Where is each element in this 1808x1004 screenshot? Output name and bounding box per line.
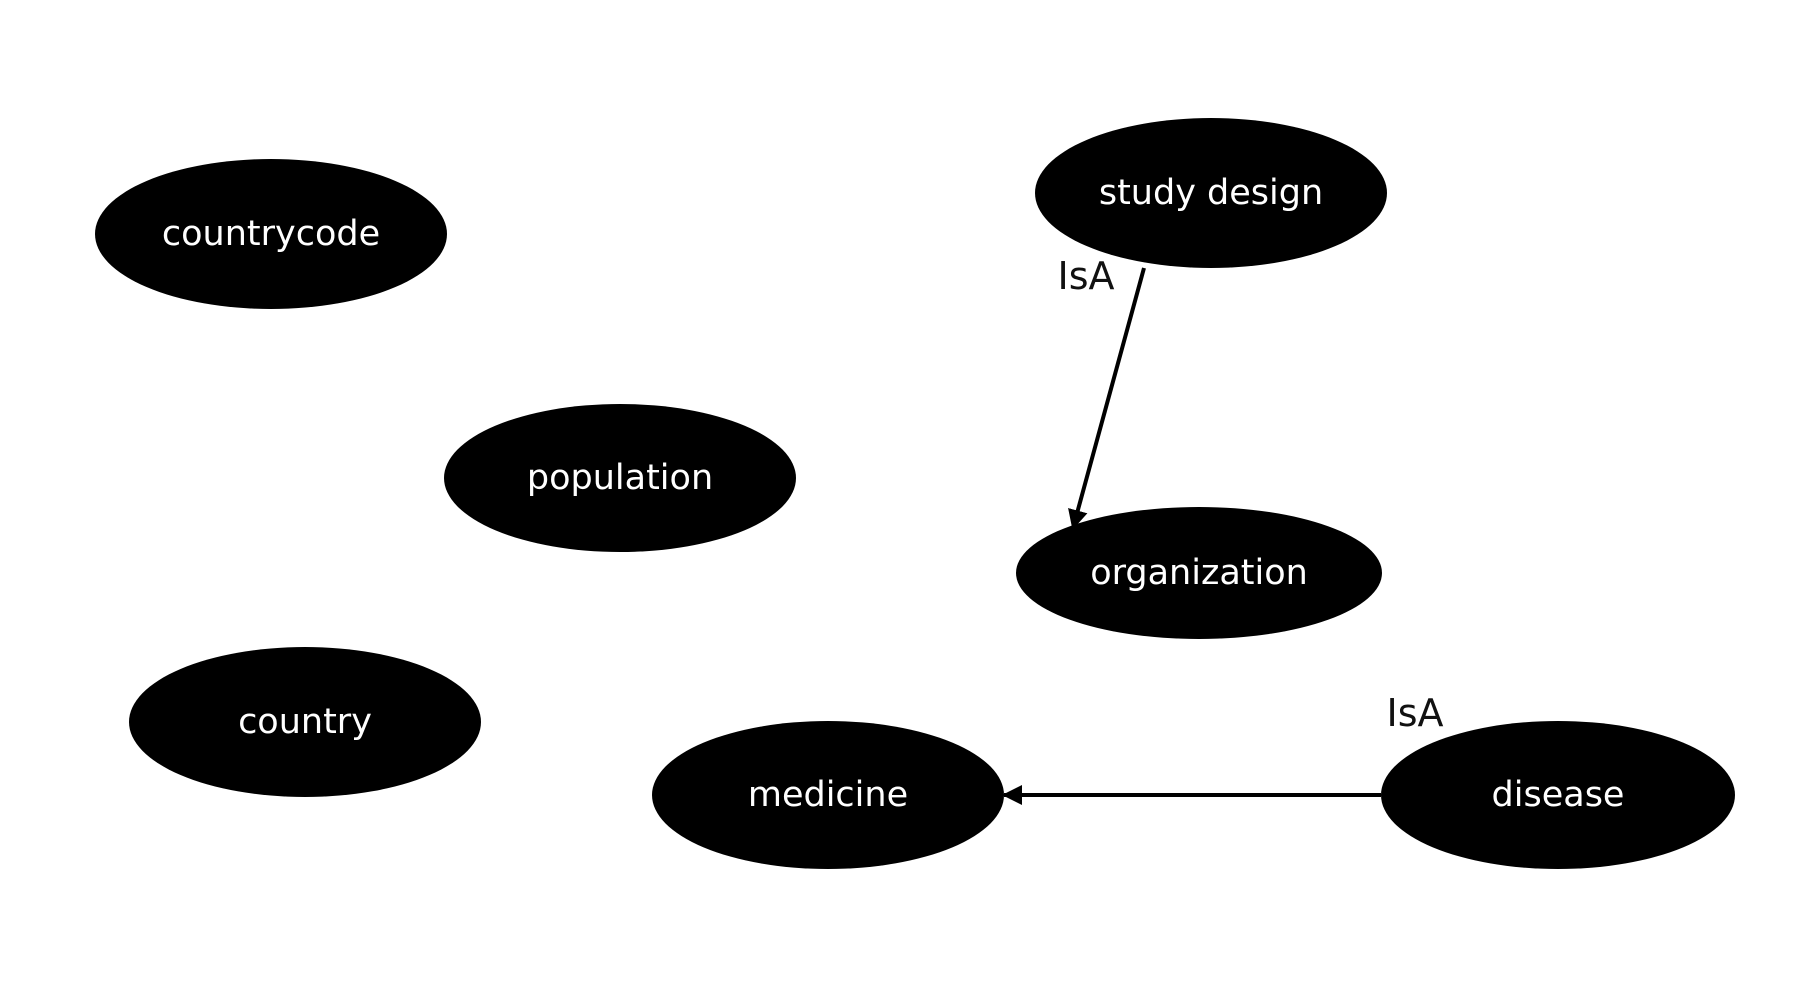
node-shape — [1016, 507, 1382, 639]
edge-label-isa: IsA — [1387, 691, 1444, 735]
node-country[interactable]: country — [129, 647, 481, 797]
edge-label-isa: IsA — [1058, 254, 1115, 298]
node-shape — [444, 404, 796, 552]
edge-disease-to-medicine: IsA — [1002, 691, 1444, 805]
node-countrycode[interactable]: countrycode — [95, 159, 447, 309]
node-label: countrycode — [162, 214, 380, 254]
node-shape — [129, 647, 481, 797]
node-shape — [1035, 118, 1387, 268]
node-shape — [1381, 721, 1735, 869]
node-medicine[interactable]: medicine — [652, 721, 1004, 869]
edge-study-design-to-organization: IsA — [1058, 254, 1146, 530]
node-disease[interactable]: disease — [1381, 721, 1735, 869]
node-label: medicine — [748, 775, 908, 815]
node-label: study design — [1099, 173, 1323, 213]
node-label: disease — [1492, 775, 1625, 815]
node-label: country — [238, 702, 372, 742]
node-shape — [95, 159, 447, 309]
node-shape — [652, 721, 1004, 869]
node-label: organization — [1090, 553, 1308, 593]
node-study-design[interactable]: study design — [1035, 118, 1387, 268]
edge-line — [1068, 267, 1146, 530]
node-population[interactable]: population — [444, 404, 796, 552]
node-label: population — [527, 458, 713, 498]
node-organization[interactable]: organization — [1016, 507, 1382, 639]
